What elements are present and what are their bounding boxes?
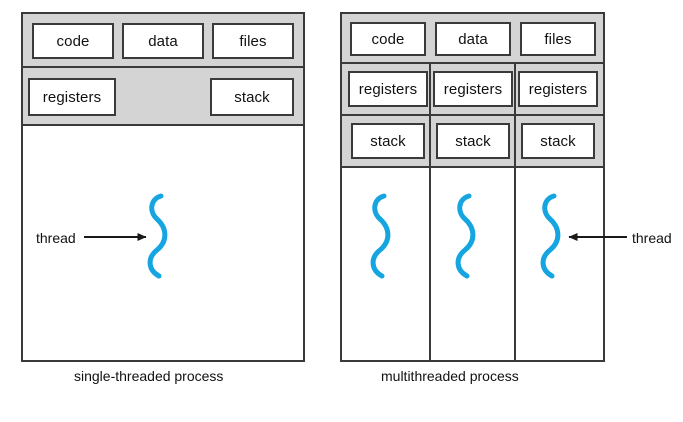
single-threaded-process-panel: code data files registers stack [21, 12, 305, 362]
single-threaded-process-caption: single-threaded process [74, 368, 224, 384]
cell-data: data [435, 22, 511, 56]
multi-stacks-band: stack stack stack [342, 116, 603, 168]
multi-shared-resources-band: code data files [342, 14, 603, 64]
thread-annotation-label: thread [632, 230, 672, 246]
multithreaded-process-caption: multithreaded process [381, 368, 519, 384]
cell-files: files [212, 23, 294, 59]
cell-registers: registers [433, 71, 513, 107]
cell-code: code [32, 23, 114, 59]
cell-files: files [520, 22, 596, 56]
cell-data: data [122, 23, 204, 59]
cell-stack: stack [210, 78, 294, 116]
cell-registers: registers [348, 71, 428, 107]
multithreaded-process-panel: code data files registers registers regi… [340, 12, 605, 362]
single-shared-resources-band: code data files [23, 14, 303, 68]
cell-registers: registers [518, 71, 598, 107]
multi-registers-band: registers registers registers [342, 64, 603, 116]
cell-stack: stack [351, 123, 425, 159]
cell-code: code [350, 22, 426, 56]
thread-annotation-label: thread [36, 230, 76, 246]
single-thread-state-band: registers stack [23, 68, 303, 126]
cell-stack: stack [521, 123, 595, 159]
thread-column-divider [429, 64, 431, 360]
cell-stack: stack [436, 123, 510, 159]
thread-column-divider [514, 64, 516, 360]
cell-registers: registers [28, 78, 116, 116]
